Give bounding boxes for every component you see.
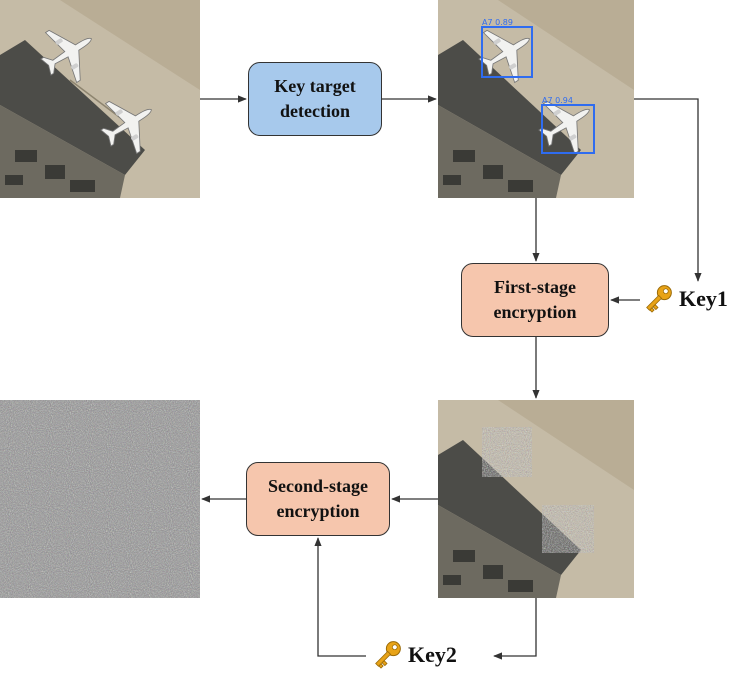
final-encrypted-image — [0, 400, 200, 598]
first-stage-encryption-box: First-stage encryption — [461, 263, 609, 337]
key-target-detection-box: Key target detection — [248, 62, 382, 136]
first-stage-encrypted-image — [438, 400, 634, 598]
bounding-box: A7 0.94 — [541, 96, 595, 154]
key1-label: Key1 — [641, 282, 728, 316]
detection-label: A7 0.89 — [482, 18, 513, 27]
encrypted-region — [482, 427, 532, 477]
second-stage-encryption-box: Second-stage encryption — [246, 462, 390, 536]
key1-text: Key1 — [679, 286, 728, 311]
key2-text: Key2 — [408, 642, 457, 667]
detection-label: A7 0.94 — [542, 96, 573, 105]
detection-result-image: A7 0.89 A7 0.94 — [438, 0, 634, 198]
encrypted-region — [542, 505, 594, 553]
original-aerial-image — [0, 0, 200, 198]
key-icon — [646, 285, 672, 313]
bounding-box: A7 0.89 — [481, 18, 533, 78]
key-icon — [375, 641, 401, 669]
key2-label: Key2 — [370, 638, 457, 672]
